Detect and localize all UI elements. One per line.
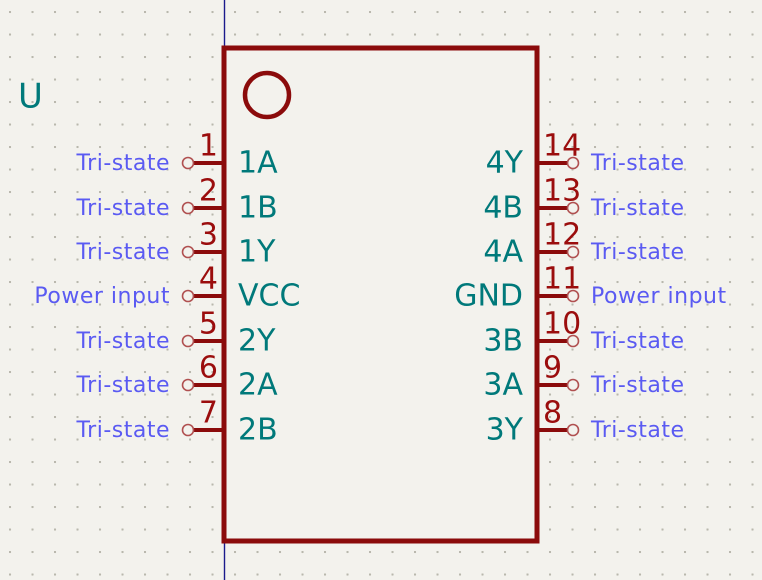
pin-name[interactable]: 3B <box>483 324 523 359</box>
pin-number[interactable]: 13 <box>543 174 581 209</box>
pin-end-circle-icon <box>566 378 580 392</box>
pin-electrical-type: Tri-state <box>75 418 170 443</box>
pin-electrical-type: Tri-state <box>75 151 170 176</box>
pin-number[interactable]: 4 <box>199 262 218 297</box>
pin-7[interactable]: 7 2B Tri-state <box>75 396 277 448</box>
pin-name[interactable]: 4Y <box>486 146 524 181</box>
pin-end-circle-icon <box>181 423 195 437</box>
pin-end-circle-icon <box>566 245 580 259</box>
pin-electrical-type: Tri-state <box>590 329 685 354</box>
pin-end-circle-icon <box>181 378 195 392</box>
pin-end-circle-icon <box>181 289 195 303</box>
pin-name[interactable]: 2A <box>238 368 278 403</box>
pin-number[interactable]: 8 <box>543 396 562 431</box>
pin-name[interactable]: 1A <box>238 146 278 181</box>
pin-number[interactable]: 5 <box>199 307 218 342</box>
pin-end-circle-icon <box>181 201 195 215</box>
pin-number[interactable]: 6 <box>199 351 218 386</box>
pin-name[interactable]: VCC <box>238 279 300 314</box>
pin-name[interactable]: GND <box>454 279 523 314</box>
symbol-body-rect[interactable] <box>221 45 540 544</box>
pin-electrical-type: Tri-state <box>75 240 170 265</box>
pin-number[interactable]: 7 <box>199 396 218 431</box>
pin-group-left[interactable]: 1 1A Tri-state 2 1B Tri-state 3 1Y Tri-state 4 VCC… <box>34 129 300 448</box>
pin-electrical-type: Tri-state <box>590 418 685 443</box>
pin-name[interactable]: 2Y <box>238 324 276 359</box>
pin-end-circle-icon <box>181 245 195 259</box>
pin-13[interactable]: 13 4B Tri-state <box>483 174 684 226</box>
pin-end-circle-icon <box>566 156 580 170</box>
pin-2[interactable]: 2 1B Tri-state <box>75 174 277 226</box>
pin-electrical-type: Tri-state <box>75 329 170 354</box>
pin-electrical-type: Power input <box>34 284 170 309</box>
pin-electrical-type: Tri-state <box>75 196 170 221</box>
pin-name[interactable]: 4B <box>483 191 523 226</box>
pin-electrical-type: Tri-state <box>590 196 685 221</box>
pin-name[interactable]: 1B <box>238 191 278 226</box>
pin-9[interactable]: 9 3A Tri-state <box>483 351 684 403</box>
pin-5[interactable]: 5 2Y Tri-state <box>75 307 276 359</box>
pin-name[interactable]: 4A <box>483 235 523 270</box>
pin-end-circle-icon <box>181 334 195 348</box>
pin-end-circle-icon <box>566 201 580 215</box>
pin-number[interactable]: 12 <box>543 218 581 253</box>
pin-number[interactable]: 1 <box>199 129 218 164</box>
pin-electrical-type: Tri-state <box>590 373 685 398</box>
pin-number[interactable]: 2 <box>199 174 218 209</box>
pin-1[interactable]: 1 1A Tri-state <box>75 129 278 181</box>
pin-electrical-type: Tri-state <box>590 151 685 176</box>
pin-number[interactable]: 10 <box>543 307 581 342</box>
pin-number[interactable]: 14 <box>543 129 581 164</box>
pin-electrical-type: Tri-state <box>75 373 170 398</box>
pin-3[interactable]: 3 1Y Tri-state <box>75 218 276 270</box>
pin-name[interactable]: 3Y <box>486 413 524 448</box>
pin-electrical-type: Tri-state <box>590 240 685 265</box>
pin-number[interactable]: 3 <box>199 218 218 253</box>
pin-6[interactable]: 6 2A Tri-state <box>75 351 278 403</box>
pin-4[interactable]: 4 VCC Power input <box>34 262 300 314</box>
pin-14[interactable]: 14 4Y Tri-state <box>486 129 685 181</box>
reference-designator[interactable]: U <box>18 77 43 117</box>
pin-number[interactable]: 11 <box>543 262 581 297</box>
pin-name[interactable]: 2B <box>238 413 278 448</box>
pin-name[interactable]: 3A <box>483 368 523 403</box>
pin-number[interactable]: 9 <box>543 351 562 386</box>
pin-12[interactable]: 12 4A Tri-state <box>483 218 684 270</box>
pin-8[interactable]: 8 3Y Tri-state <box>486 396 685 448</box>
pin-end-circle-icon <box>566 289 580 303</box>
pin-11[interactable]: 11 GND Power input <box>454 262 726 314</box>
pin-one-marker-circle <box>242 70 292 120</box>
pin-end-circle-icon <box>566 334 580 348</box>
pin-end-circle-icon <box>566 423 580 437</box>
pin-name[interactable]: 1Y <box>238 235 276 270</box>
pin-10[interactable]: 10 3B Tri-state <box>483 307 684 359</box>
pin-electrical-type: Power input <box>591 284 727 309</box>
pin-end-circle-icon <box>181 156 195 170</box>
